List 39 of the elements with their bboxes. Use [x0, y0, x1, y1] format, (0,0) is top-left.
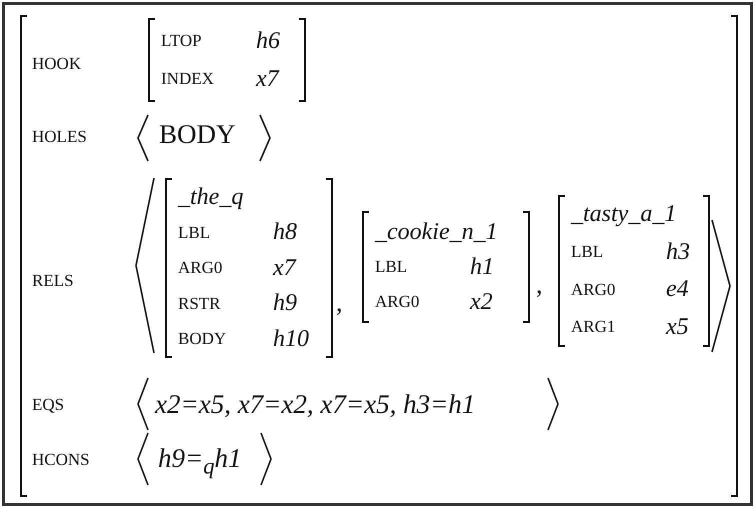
- feature-name: ARG0: [178, 258, 224, 278]
- feature-name: ARG0: [375, 292, 420, 312]
- feature-name: HCONS: [32, 451, 90, 468]
- feature-name: HOOK: [32, 55, 82, 72]
- feature-value: x7: [273, 254, 298, 282]
- feature-name: BODY: [178, 329, 228, 349]
- attribute-value-matrix: [558, 195, 710, 347]
- predicate-name: _tasty_a_1: [571, 201, 678, 228]
- attribute-value-matrix: [362, 211, 530, 323]
- feature-value: x5: [666, 314, 690, 341]
- feature-value: h6: [256, 28, 281, 54]
- separator-comma: ,: [536, 272, 542, 298]
- feature-value: e4: [666, 276, 690, 304]
- feature-name: ARG1: [571, 317, 616, 338]
- list-value: BODY: [159, 121, 236, 148]
- feature-name: LBL: [178, 222, 212, 242]
- feature-name: LBL: [375, 257, 408, 277]
- feature-value: h10: [273, 326, 310, 352]
- separator-comma: ,: [336, 290, 342, 316]
- feature-value: h3: [666, 238, 691, 266]
- feature-value: x7: [256, 66, 280, 92]
- predicate-name: _cookie_n_1: [375, 218, 499, 246]
- feature-value: h8: [273, 219, 298, 246]
- feature-name: LBL: [571, 242, 604, 262]
- feature-name: EQS: [32, 396, 64, 413]
- equation-list: x2=x5, x7=x2, x7=x5, h3=h1: [155, 391, 476, 418]
- feature-name: RSTR: [178, 294, 222, 314]
- feature-name: HOLES: [32, 128, 87, 145]
- predicate-name: _the_q: [178, 184, 244, 210]
- feature-value: h9: [273, 290, 298, 317]
- feature-name: LTOP: [161, 31, 203, 51]
- feature-name: ARG0: [571, 280, 616, 300]
- attribute-value-matrix: [148, 18, 306, 102]
- feature-name: RELS: [32, 272, 74, 289]
- feature-value: x2: [470, 288, 494, 316]
- feature-value: h1: [470, 254, 495, 280]
- attribute-value-matrix: [165, 178, 333, 358]
- feature-name: INDEX: [161, 69, 215, 89]
- constraint-value: h9=$_{q}$h1: [158, 445, 242, 478]
